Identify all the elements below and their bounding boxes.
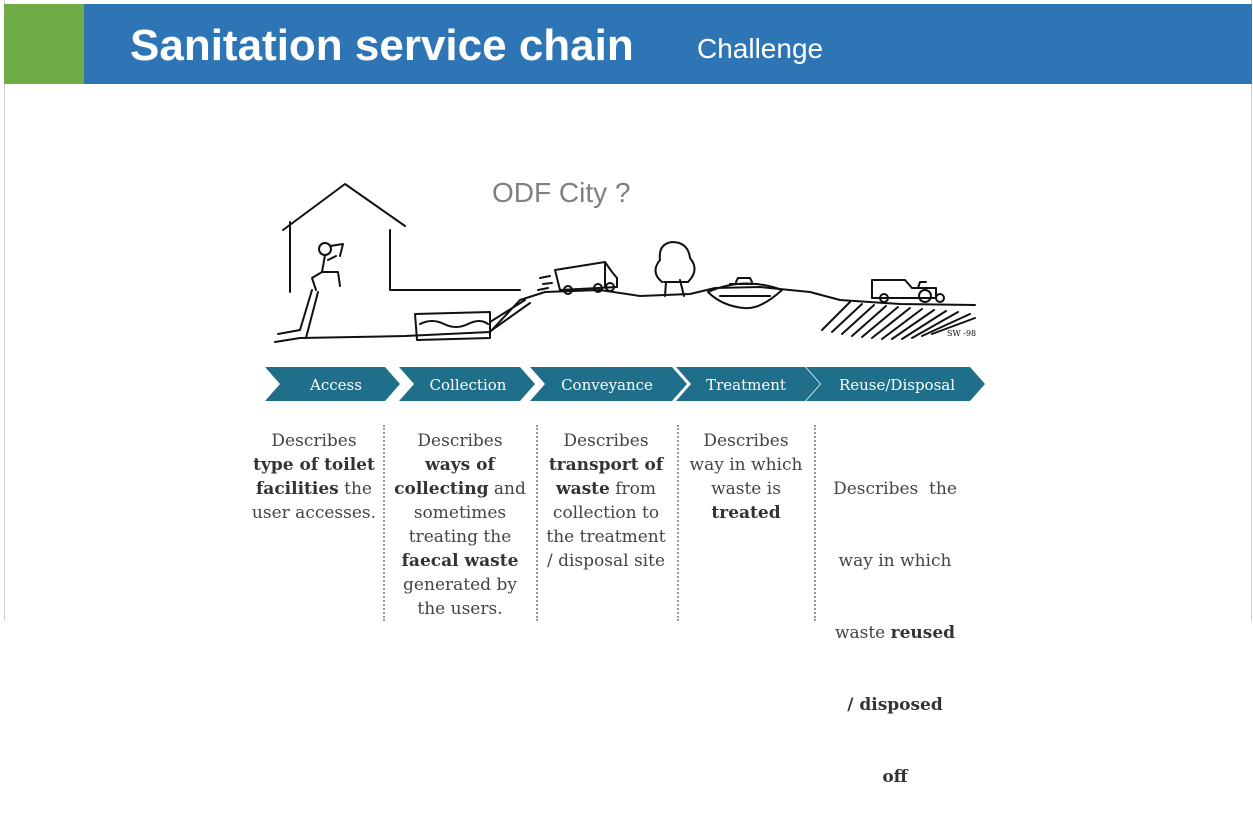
slide-title: Sanitation service chain xyxy=(130,21,634,70)
description-treatment: Describes way in which waste is treated xyxy=(689,431,803,523)
artist-signature: SW -98 xyxy=(947,329,976,338)
treatment-pond-icon xyxy=(707,277,783,310)
chevron-treatment: Treatment xyxy=(676,367,820,401)
chevron-conveyance: Conveyance xyxy=(530,367,687,401)
chevron-label-access: Access xyxy=(309,376,362,394)
slide-frame xyxy=(4,0,1252,621)
accent-block xyxy=(4,4,84,84)
column-divider xyxy=(383,425,385,621)
tree-icon xyxy=(654,241,696,297)
tractor-icon xyxy=(871,279,945,303)
chevron-label-reuse-disposal: Reuse/Disposal xyxy=(839,376,955,394)
description-reuse-disposal: Describes the way in which waste reused … xyxy=(833,479,957,787)
column-divider xyxy=(536,425,538,621)
field-icon xyxy=(821,301,976,340)
truck-icon xyxy=(537,261,618,295)
chevron-collection: Collection xyxy=(399,367,535,401)
sanitation-illustration: SW -98 Access Collection Conveyance Trea… xyxy=(265,183,985,401)
column-divider xyxy=(677,425,679,621)
description-conveyance: Describes transport of waste from collec… xyxy=(546,431,666,571)
ground-line xyxy=(274,286,976,343)
tank-icon xyxy=(414,311,491,341)
chevron-label-treatment: Treatment xyxy=(706,376,786,394)
chevron-label-conveyance: Conveyance xyxy=(561,376,653,394)
chevron-access: Access xyxy=(265,367,400,401)
service-chain-chevrons: Access Collection Conveyance Treatment R… xyxy=(265,367,985,401)
house-icon xyxy=(282,183,521,293)
chevron-reuse-disposal: Reuse/Disposal xyxy=(806,367,985,401)
odf-city-question: ODF City ? xyxy=(492,177,631,208)
description-collection: Describes ways of collecting and sometim… xyxy=(394,431,526,619)
header-bar xyxy=(4,4,1252,84)
pipe-icon xyxy=(277,289,319,339)
slide-subtitle: Challenge xyxy=(697,33,824,64)
chevron-label-collection: Collection xyxy=(430,376,507,394)
person-reading-icon xyxy=(311,242,344,291)
description-access: Describes type of toilet facilities the … xyxy=(251,431,377,523)
column-divider xyxy=(814,425,816,621)
